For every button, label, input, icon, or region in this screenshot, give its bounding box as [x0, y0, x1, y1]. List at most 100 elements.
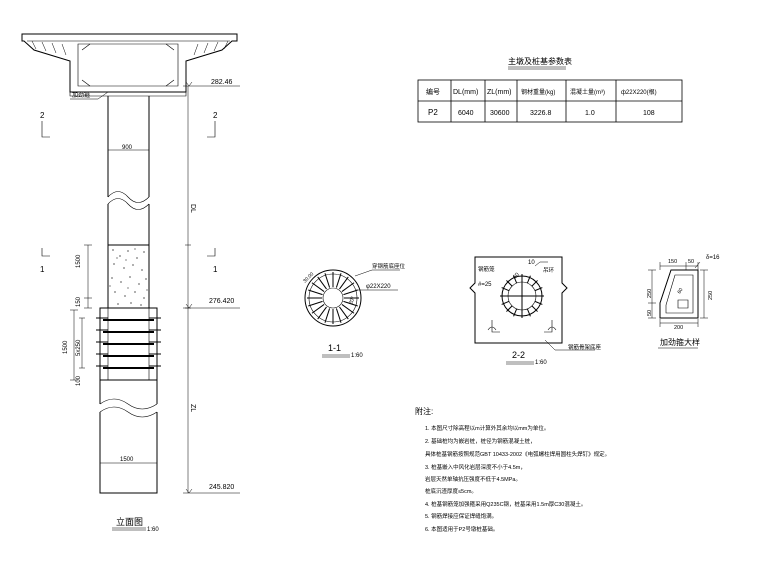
table-header-1: DL(mm)	[453, 89, 478, 96]
rebar-spoke	[311, 282, 325, 292]
table-cell-2: 30600	[490, 110, 510, 117]
rib-dim-thk: δ=16	[706, 255, 720, 261]
rebar-spoke	[343, 300, 358, 307]
rib-dim-50: 50	[688, 259, 694, 265]
rebar-spoke	[335, 308, 342, 323]
note-line-5: 岩层天然单轴抗压强度不低于4.5MPa。	[425, 475, 521, 483]
s22-dim-10: 10	[528, 260, 535, 266]
note-line-1: 1. 本图尺寸除高程以m计算外其余均以mm为单位。	[425, 424, 549, 432]
rebar-spoke	[341, 304, 355, 314]
note-line-2: 2. 基础桩均为嵌岩桩，桩径为钢筋混凝土桩，	[425, 437, 536, 445]
cut-mark-1: 1 1	[40, 248, 218, 274]
rebar-spoke	[324, 308, 331, 323]
rib-dim-200: 200	[674, 325, 683, 331]
s22-scale: 1:60	[535, 360, 547, 366]
table-cell-0: P2	[428, 108, 438, 117]
svg-text:282.46: 282.46	[211, 79, 233, 86]
rebar-spoke	[335, 273, 342, 288]
dim-100: 100	[76, 375, 82, 386]
s22-label-a: 钢筋笼	[478, 265, 495, 273]
elevation-view: 282.46 276.420 245.820 DL ZL 900 1500 15…	[21, 33, 240, 533]
svg-text:1: 1	[213, 265, 218, 274]
rebar-spoke	[311, 304, 325, 314]
table-header-3: 钢材重量(kg)	[521, 88, 555, 96]
rebar-spoke	[513, 308, 518, 317]
table-header-2: ZL(mm)	[487, 89, 512, 96]
table-header-5: ф22X220(根)	[621, 88, 657, 96]
table-title: 主墩及桩基参数表	[508, 56, 572, 66]
svg-text:加劲箍: 加劲箍	[72, 91, 90, 99]
svg-text:276.420: 276.420	[209, 298, 234, 305]
table-header-0: 编号	[426, 87, 440, 96]
s11-note: 穿钢筋底座位	[372, 262, 406, 270]
svg-text:245.820: 245.820	[209, 484, 234, 491]
svg-text:1: 1	[40, 265, 45, 274]
s11-angle: 20°	[348, 296, 356, 306]
s22-dim-60: 60	[512, 272, 521, 281]
table-header-4: 混凝土量(m³)	[570, 88, 605, 96]
rebar-spoke	[526, 308, 531, 317]
rebar-spoke	[531, 280, 538, 287]
rib-dim-150: 150	[668, 259, 677, 265]
rebar-spoke	[501, 287, 510, 292]
rebar-spoke	[308, 289, 323, 296]
label-zl: ZL	[189, 404, 196, 412]
box-girder	[21, 33, 238, 97]
table-cell-3: 3226.8	[530, 110, 552, 117]
rib-dim-250b: 250	[708, 291, 714, 300]
rib-dim-250a: 250	[647, 289, 653, 298]
section-2-2: 吊环 10 钢筋笼 #=25 60 钢筋骨架底座 2-2 1:60	[469, 256, 602, 366]
s22-label-d: 钢筋骨架底座	[568, 343, 602, 351]
rib-detail: 150 50 δ=16 250 50 250 200 60 加劲箍大样	[647, 255, 720, 349]
rebar-spoke	[339, 306, 349, 320]
rib-dim-60: 60	[677, 287, 685, 295]
pile-shaft-lower	[99, 380, 158, 494]
concrete-fill	[107, 244, 150, 309]
elevation-marker-mid: 276.420	[183, 298, 240, 309]
section-1-1: 穿钢筋底座位 φ22X220 20° 30.00 1-1 1:60	[302, 262, 405, 359]
rebar-cage	[96, 307, 161, 381]
rib-dim-50b: 50	[647, 310, 653, 316]
note-line-6: 桩底沉渣厚度≤5cm。	[425, 487, 477, 495]
s11-bar: φ22X220	[366, 284, 391, 290]
rebar-spoke	[506, 305, 513, 312]
rebar-spoke	[317, 306, 327, 320]
rebar-spoke	[534, 287, 543, 292]
rebar-spoke	[308, 300, 323, 307]
note-line-4: 3. 桩基嵌入中风化岩层深度不小于4.5m，	[425, 463, 526, 471]
note-line-8: 5. 钢筋焊接应保证焊缝饱满。	[425, 512, 497, 520]
table-cell-1: 6040	[458, 110, 474, 117]
elevation-marker-top: 282.46	[183, 79, 240, 87]
dim-1500-bottom: 1500	[120, 457, 134, 463]
s11-title: 1-1	[328, 343, 341, 353]
rebar-spoke	[324, 273, 331, 288]
dim-spacing: 5x250	[76, 339, 82, 356]
note-line-3: 具体桩基钢筋按照规范GBT 10433-2002《电弧螺柱焊用圆柱头焊钉》规定。	[425, 450, 610, 458]
s22-label-b: #=25	[478, 282, 492, 288]
dim-900: 900	[122, 145, 133, 151]
svg-text:2: 2	[40, 111, 45, 120]
elevation-title: 立面图	[116, 516, 143, 527]
rebar-spoke	[341, 282, 355, 292]
rebar-spoke	[526, 275, 531, 284]
rib-title: 加劲箍大样	[660, 337, 700, 347]
rebar-spoke	[317, 276, 327, 290]
s11-scale: 1:60	[351, 353, 363, 359]
table-cell-4: 1.0	[585, 110, 595, 117]
rebar-spoke	[339, 276, 349, 290]
rebar-spoke	[506, 280, 513, 287]
s22-title: 2-2	[512, 350, 525, 360]
rib-callout: 加劲箍	[70, 91, 109, 100]
svg-text:2: 2	[213, 111, 218, 120]
s22-label-c: 吊环	[543, 267, 555, 274]
label-dl: DL	[189, 204, 196, 213]
dim-150: 150	[76, 296, 82, 307]
notes-heading: 附注:	[415, 406, 433, 416]
note-line-7: 4. 桩基钢筋笼加强箍采用Q235C钢，桩基采用1.5m厚C30混凝土。	[425, 500, 586, 508]
dim-1500-a: 1500	[76, 254, 82, 268]
notes-block: 附注: 1. 本图尺寸除高程以m计算外其余均以mm为单位。 2. 基础桩均为嵌岩…	[415, 406, 610, 533]
table-cell-5: 108	[643, 110, 655, 117]
rebar-spoke	[531, 305, 538, 312]
dim-1500-b: 1500	[63, 340, 69, 354]
